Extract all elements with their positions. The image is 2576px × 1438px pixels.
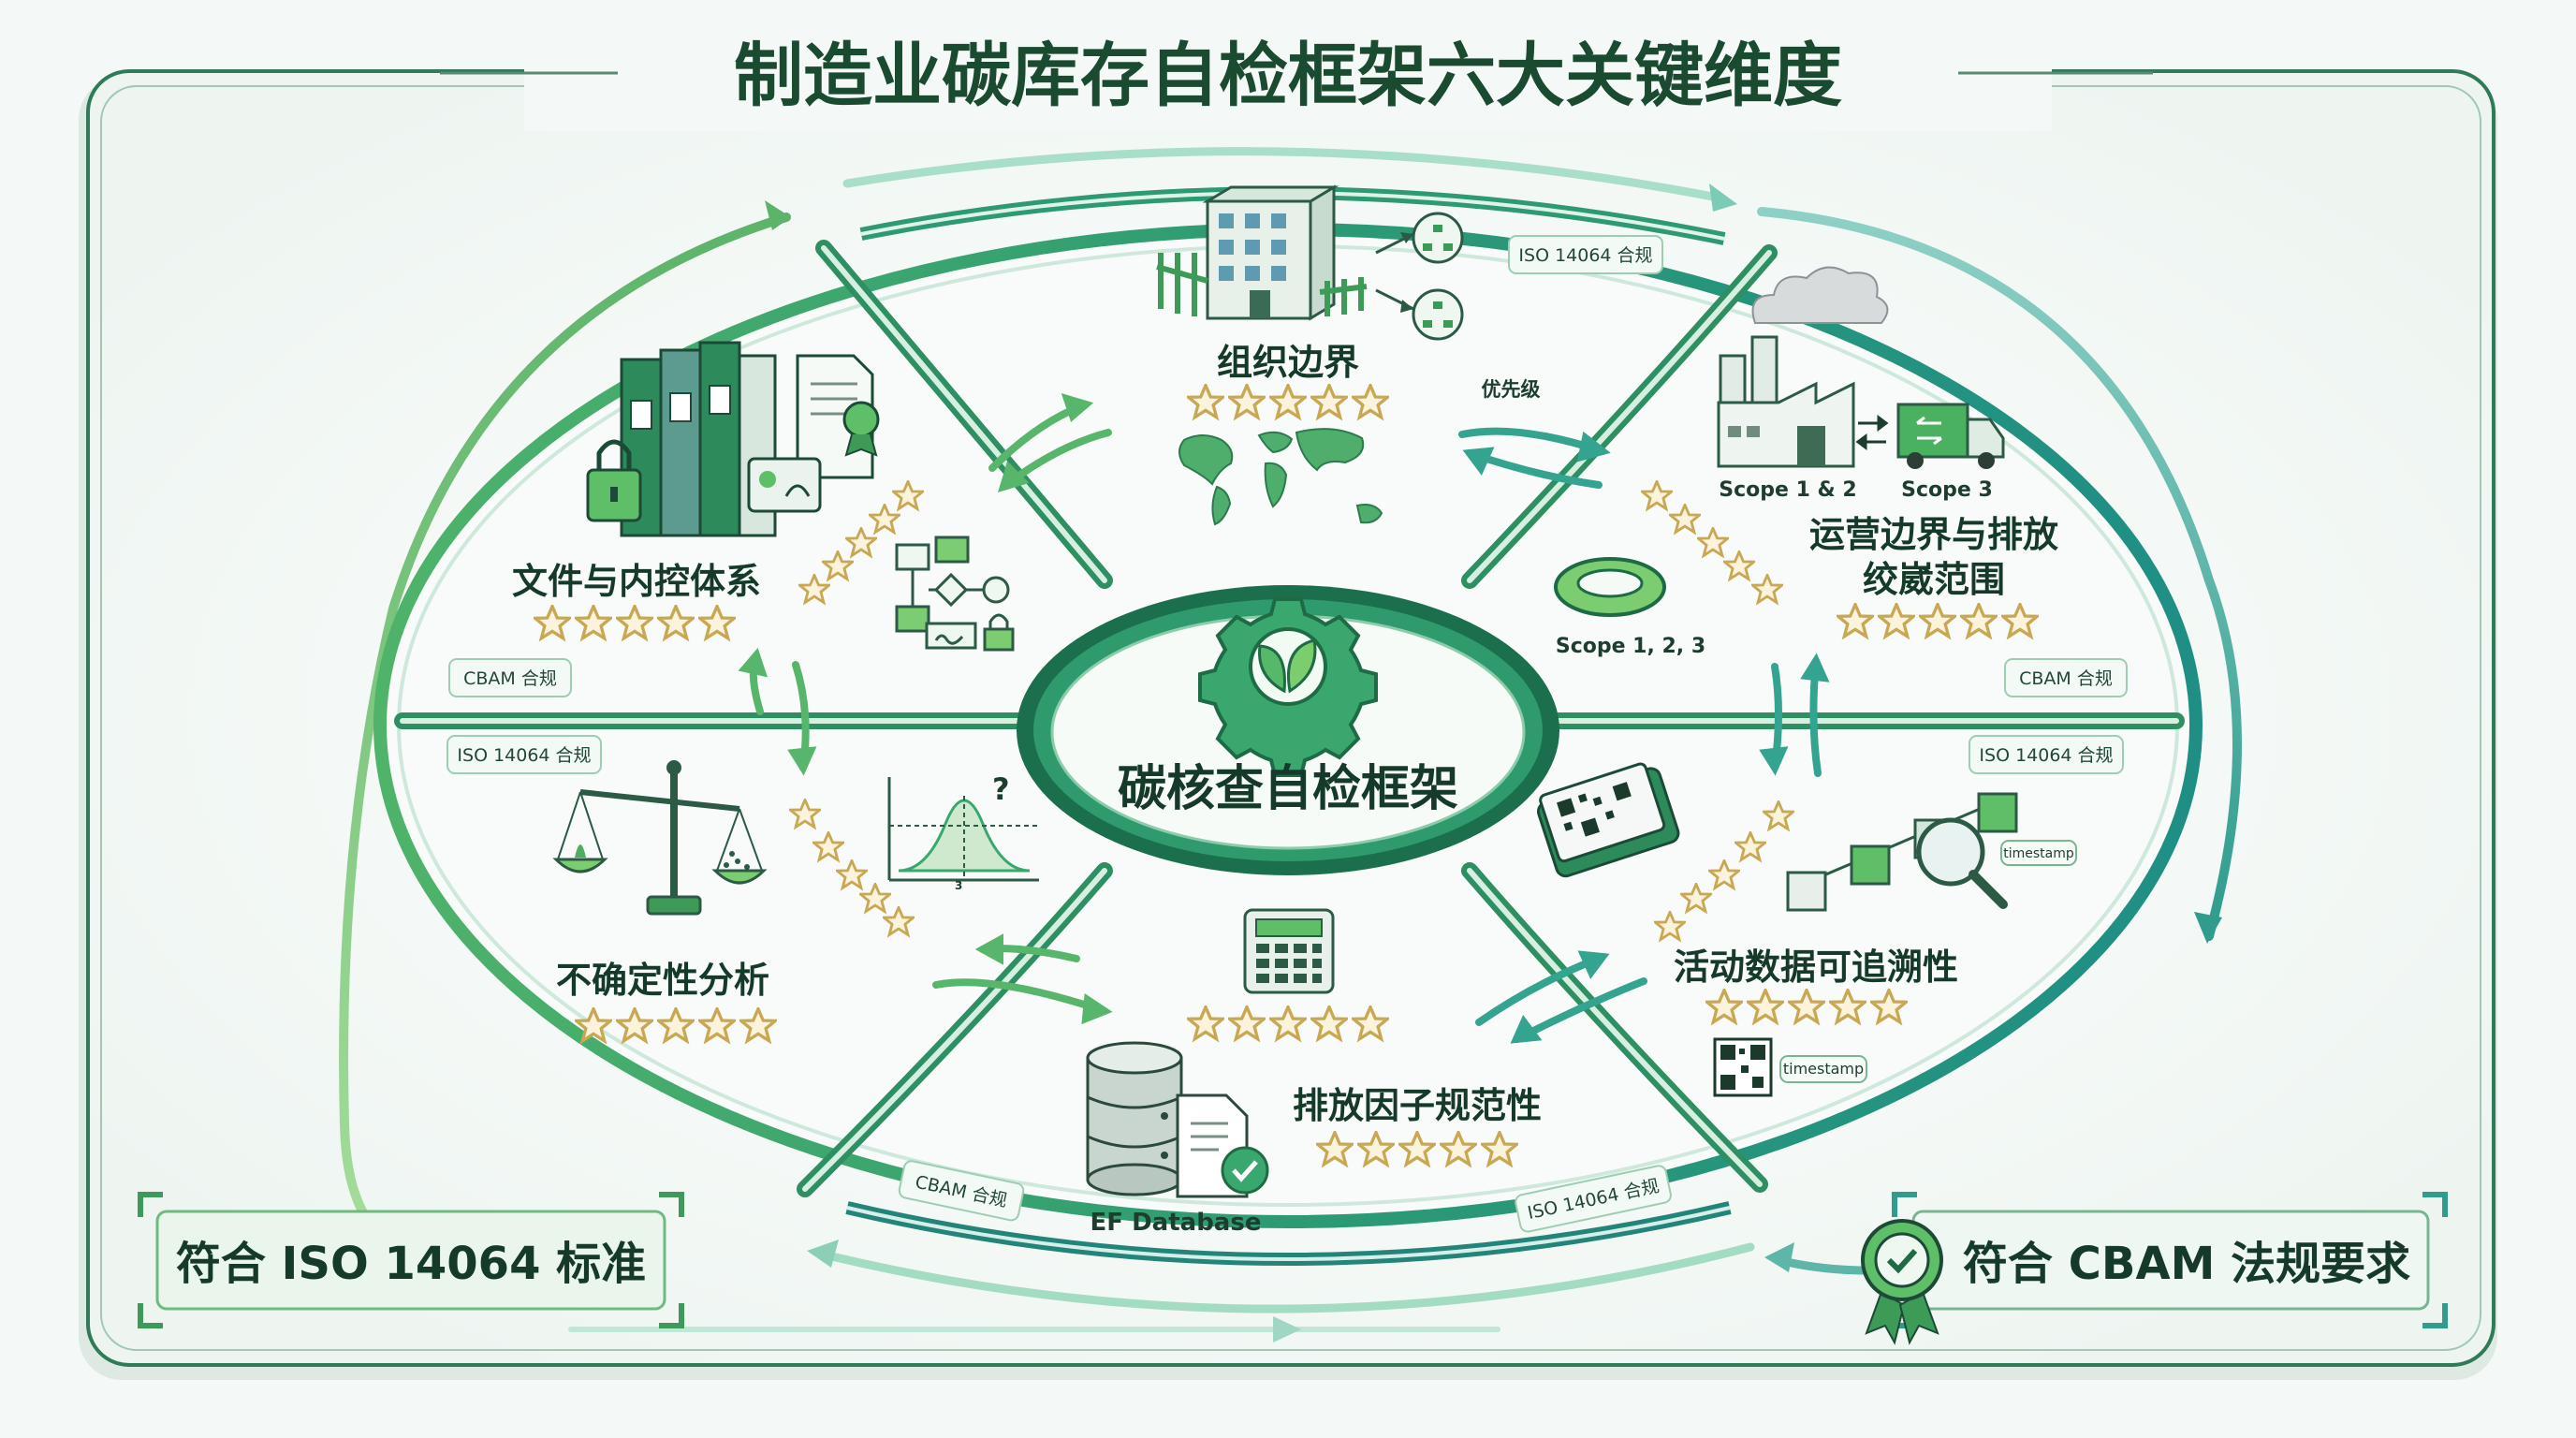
svg-text:CBAM 合规: CBAM 合规 [2019,668,2113,689]
segment-data-traceability: ISO 14064 合规 timestamp 活动数据可追溯性 timestam… [1536,735,2124,1097]
tag-cbam-right: CBAM 合规 [2004,658,2128,697]
exchange-arrows-icon [1855,415,1889,450]
page-title: 制造业碳库存自检框架六大关键维度 [734,36,1842,116]
segment-operational-boundary: Scope 1 & 2 Scope 3 运营边界与排放 绞崴范围 Scope 1… [1554,266,2128,697]
world-map-icon [1178,428,1383,526]
svg-text:ISO 14064 合规: ISO 14064 合规 [1518,245,1652,266]
ef-database-label: EF Database [1090,1209,1262,1237]
timestamp-tag: timestamp [2003,846,2074,861]
svg-text:CBAM 合规: CBAM 合规 [463,668,557,689]
segment-label: 文件与内控体系 [512,561,761,602]
segment-emission-factor: EF Database 排放因子规范性 CBAM 合规 ISO 14064 合规 [898,908,1672,1237]
scope12-label: Scope 1 & 2 [1719,478,1856,502]
truck-icon [1896,403,2005,469]
timestamp-tag: timestamp [1783,1060,1864,1078]
axis-tick-label: 3 [955,879,962,892]
tag-iso-right: ISO 14064 合规 [1969,735,2124,774]
svg-text:ISO 14064 合规: ISO 14064 合规 [1979,745,2113,766]
scope-ring-icon [1554,557,1666,617]
wallet-qr-icon [1536,762,1680,878]
title-block: 制造业碳库存自检框架六大关键维度 [440,19,2153,131]
tag-iso-left: ISO 14064 合规 [446,735,602,774]
certificate-icon [747,354,880,513]
badge-iso: 符合 ISO 14064 标准 [138,1192,684,1328]
balance-scale-icon [552,760,768,916]
badge-iso-text: 符合 ISO 14064 标准 [176,1238,646,1290]
distribution-chart-icon: ? 3 [887,771,1039,892]
segment-documentation: 文件与内控体系 CBAM 合规 [448,341,1015,697]
blockchain-icon: timestamp [1786,792,2077,912]
segment-label: 不确定性分析 [556,960,769,1001]
center-label: 碳核查自检框架 [1118,761,1458,817]
segment-label-line2: 绞崴范围 [1863,559,2005,600]
priority-label: 优先级 [1482,378,1541,401]
segment-label: 组织边界 [1217,342,1359,383]
factory-icon [1717,266,1889,468]
svg-text:ISO 14064 合规: ISO 14064 合规 [457,745,591,766]
gear-leaf-icon [1198,597,1378,777]
svg-text:?: ? [992,771,1010,807]
badge-cbam: 符合 CBAM 法规要求 [1861,1192,2448,1345]
segment-label: 运营边界与排放 [1809,514,2058,555]
sector-dividers [394,240,2185,1197]
segment-label: 排放因子规范性 [1293,1085,1542,1126]
tag-cbam-bottom: CBAM 合规 [898,1160,1025,1222]
segment-label: 活动数据可追溯性 [1674,946,1958,988]
badge-cbam-text: 符合 CBAM 法规要求 [1963,1238,2410,1290]
center-hub: 碳核查自检框架 [1017,585,1559,875]
hierarchy-icon [1375,212,1464,341]
binders-icon [586,341,777,537]
building-icon [1156,184,1368,321]
calculator-icon [1243,908,1335,994]
segment-org-boundary: 组织边界 优先级 ISO 14064 合规 [1156,184,1663,526]
flow-arrows [738,392,1830,1044]
workflow-icon [895,536,1015,652]
tag-cbam-left: CBAM 合规 [448,658,572,697]
qr-code-icon: timestamp [1713,1037,1867,1097]
tag-iso-top: ISO 14064 合规 [1508,235,1663,274]
database-icon [1086,1041,1269,1198]
award-badge-icon [1861,1219,1943,1345]
segment-uncertainty: ISO 14064 合规 ? 3 不确定性分析 [446,735,1039,1043]
scope3-label: Scope 3 [1901,478,1993,502]
scope123-label: Scope 1, 2, 3 [1556,635,1705,658]
